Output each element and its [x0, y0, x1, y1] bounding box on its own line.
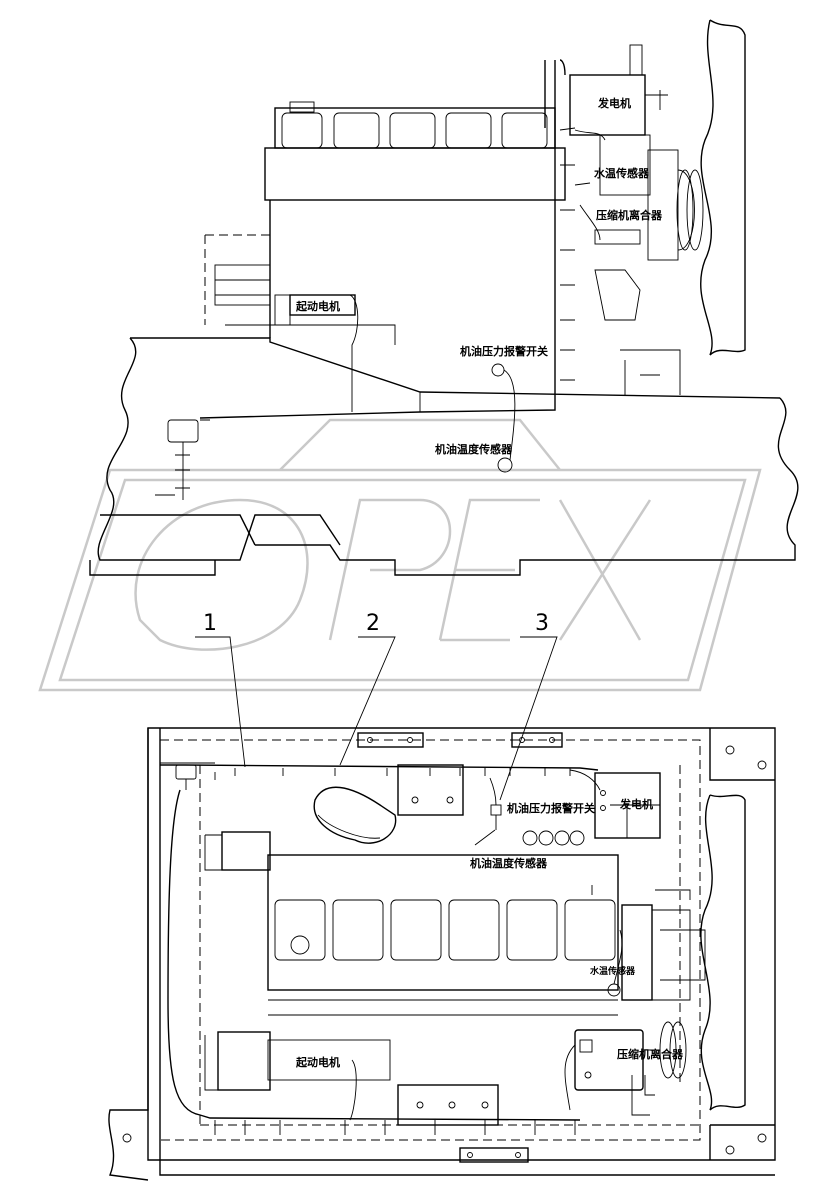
label-top-oil-pressure-switch: 机油压力报警开关: [460, 344, 548, 358]
label-bottom-oil-temp-sensor: 机油温度传感器: [470, 856, 548, 870]
label-top-compressor-clutch: 压缩机离合器: [596, 208, 663, 222]
callout-1: 1: [203, 611, 217, 636]
label-top-water-temp-sensor: 水温传感器: [594, 166, 650, 180]
label-top-oil-temp-sensor: 机油温度传感器: [435, 442, 513, 456]
callout-leaders: [195, 636, 558, 801]
callout-2: 2: [366, 611, 380, 636]
opex-watermark: [38, 418, 762, 692]
bottom-view: [108, 727, 776, 1181]
label-bottom-compressor-clutch: 压缩机离合器: [617, 1047, 684, 1061]
top-view: [89, 19, 799, 576]
label-bottom-water-temp-sensor: 水温传感器: [590, 965, 636, 977]
label-bottom-oil-pressure-switch: 机油压力报警开关: [507, 801, 595, 815]
label-top-generator: 发电机: [597, 96, 631, 110]
label-bottom-starter-motor: 起动电机: [295, 1055, 340, 1069]
callout-3: 3: [535, 611, 549, 636]
label-bottom-generator: 发电机: [619, 797, 653, 811]
label-top-starter-motor: 起动电机: [295, 299, 340, 313]
